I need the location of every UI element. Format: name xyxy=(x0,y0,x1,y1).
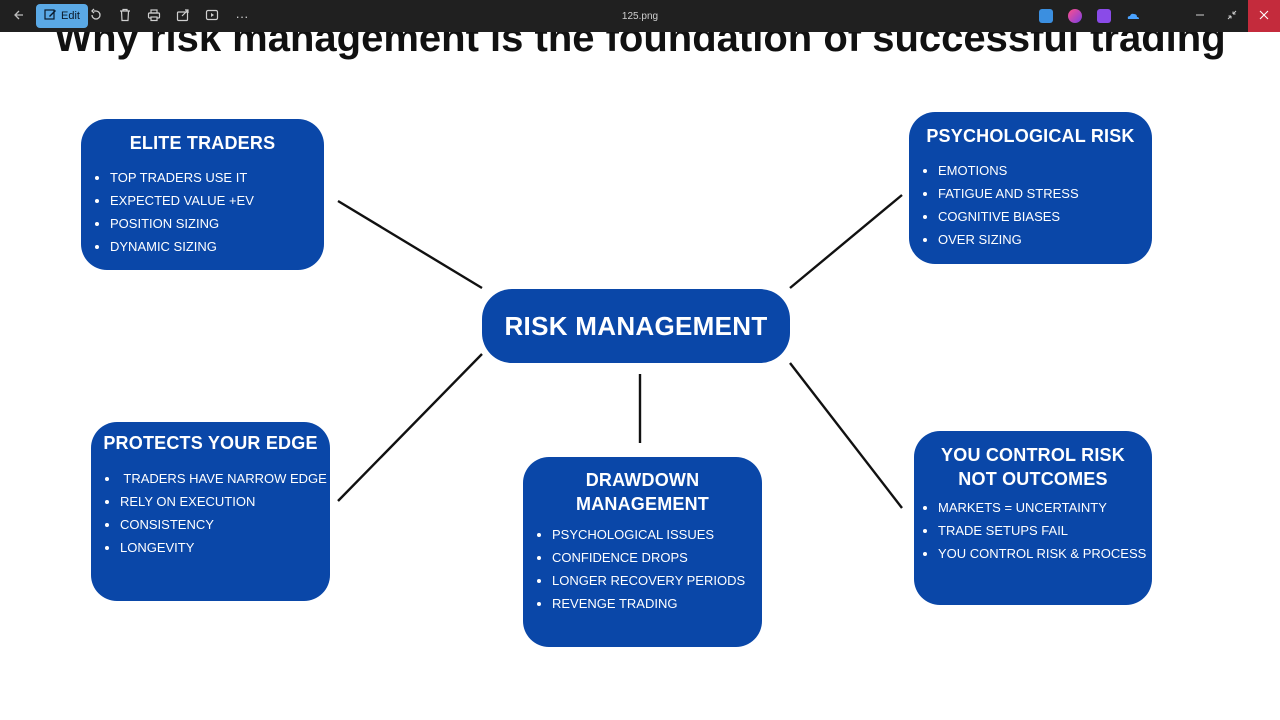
clipchamp-icon[interactable] xyxy=(1068,9,1082,23)
list-item: CONSISTENCY xyxy=(120,513,330,536)
protects-your-edge-node: PROTECTS YOUR EDGE TRADERS HAVE NARROW E… xyxy=(91,422,330,601)
list-item: RELY ON EXECUTION xyxy=(120,490,330,513)
list-item: DYNAMIC SIZING xyxy=(110,235,324,258)
connector-psych xyxy=(789,194,903,289)
back-button[interactable] xyxy=(6,4,30,28)
list-item: FATIGUE AND STRESS xyxy=(938,182,1152,205)
node-list: PSYCHOLOGICAL ISSUES CONFIDENCE DROPS LO… xyxy=(523,523,762,615)
list-item: TRADERS HAVE NARROW EDGE xyxy=(120,467,330,490)
exit-fullscreen-icon xyxy=(1227,10,1237,23)
list-item: EMOTIONS xyxy=(938,159,1152,182)
print-icon xyxy=(147,8,161,25)
elite-traders-node: ELITE TRADERS TOP TRADERS USE IT EXPECTE… xyxy=(81,119,324,270)
node-title-line-1: YOU CONTROL RISK xyxy=(941,445,1125,465)
node-list: TRADERS HAVE NARROW EDGE RELY ON EXECUTI… xyxy=(91,467,330,559)
slideshow-button[interactable] xyxy=(200,4,224,28)
node-title-line-1: DRAWDOWN xyxy=(585,470,700,490)
close-button[interactable] xyxy=(1248,0,1280,32)
edit-button[interactable]: Edit xyxy=(36,4,88,28)
list-item: YOU CONTROL RISK & PROCESS xyxy=(938,542,1152,565)
edit-icon xyxy=(44,8,57,24)
risk-management-node: RISK MANAGEMENT xyxy=(482,289,790,363)
slideshow-icon xyxy=(205,8,219,25)
connector-edge xyxy=(337,353,483,502)
share-button[interactable] xyxy=(171,4,195,28)
minimize-button[interactable] xyxy=(1184,0,1216,32)
list-item: CONFIDENCE DROPS xyxy=(552,546,762,569)
minimize-icon xyxy=(1195,10,1205,23)
delete-icon xyxy=(118,8,132,25)
list-item: PSYCHOLOGICAL ISSUES xyxy=(552,523,762,546)
drawdown-management-node: DRAWDOWN MANAGEMENT PSYCHOLOGICAL ISSUES… xyxy=(523,457,762,647)
onedrive-icon[interactable] xyxy=(1126,9,1140,23)
node-list: EMOTIONS FATIGUE AND STRESS COGNITIVE BI… xyxy=(909,159,1152,251)
close-icon xyxy=(1259,10,1269,23)
list-item: LONGER RECOVERY PERIODS xyxy=(552,569,762,592)
list-item: COGNITIVE BIASES xyxy=(938,205,1152,228)
psychological-risk-node: PSYCHOLOGICAL RISK EMOTIONS FATIGUE AND … xyxy=(909,112,1152,264)
node-title-line-2: MANAGEMENT xyxy=(576,494,709,514)
node-title-line-2: NOT OUTCOMES xyxy=(958,469,1108,489)
list-item: TRADE SETUPS FAIL xyxy=(938,519,1152,542)
connector-control xyxy=(789,362,903,509)
you-control-risk-node: YOU CONTROL RISK NOT OUTCOMES MARKETS = … xyxy=(914,431,1152,605)
node-title: PROTECTS YOUR EDGE xyxy=(103,433,318,453)
more-options-button[interactable]: ··· xyxy=(230,4,254,28)
list-item: POSITION SIZING xyxy=(110,212,324,235)
node-title: ELITE TRADERS xyxy=(129,133,276,153)
designer-icon[interactable] xyxy=(1039,9,1053,23)
restore-button[interactable] xyxy=(1216,0,1248,32)
back-icon xyxy=(12,9,24,24)
more-icon: ··· xyxy=(235,8,249,24)
list-item: EXPECTED VALUE +EV xyxy=(110,189,324,212)
list-item: MARKETS = UNCERTAINTY xyxy=(938,496,1152,519)
node-list: TOP TRADERS USE IT EXPECTED VALUE +EV PO… xyxy=(81,166,324,258)
print-button[interactable] xyxy=(142,4,166,28)
connector-elite xyxy=(337,199,483,290)
list-item: LONGEVITY xyxy=(120,536,330,559)
share-icon xyxy=(176,8,190,25)
list-item: OVER SIZING xyxy=(938,228,1152,251)
list-item: REVENGE TRADING xyxy=(552,592,762,615)
delete-button[interactable] xyxy=(113,4,137,28)
rotate-button[interactable] xyxy=(84,4,108,28)
list-item: TOP TRADERS USE IT xyxy=(110,166,324,189)
clipchamp-video-icon[interactable] xyxy=(1097,9,1111,23)
edit-label: Edit xyxy=(61,10,80,22)
rotate-icon xyxy=(89,8,103,25)
node-title: PSYCHOLOGICAL RISK xyxy=(926,126,1135,146)
photos-title-bar: 125.png Edit ··· xyxy=(0,0,1280,32)
node-list: MARKETS = UNCERTAINTY TRADE SETUPS FAIL … xyxy=(914,496,1152,565)
